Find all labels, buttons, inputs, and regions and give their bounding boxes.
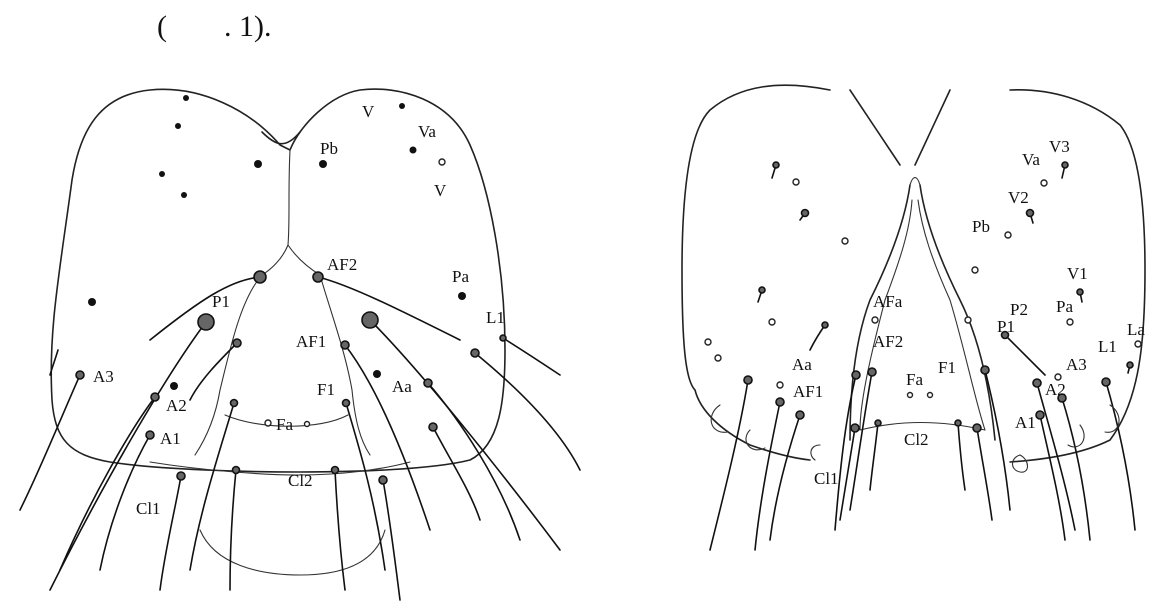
right-label-Va: Va [1022,150,1040,169]
left-label-AF1: AF1 [296,332,326,351]
right-label-Aa: Aa [792,355,812,374]
left-label-Cl1: Cl1 [136,499,161,518]
right-label-A3: A3 [1066,355,1087,374]
left-label-Va: Va [418,122,436,141]
left-label-Pb: Pb [320,139,338,158]
left-label-AF2: AF2 [327,255,357,274]
right-head-outline-left [682,85,830,460]
right-label-Fa: Fa [906,370,923,389]
right-label-P1: P1 [997,317,1015,336]
right-hook-right [1013,455,1028,472]
right-frontal-triangle-top [910,178,920,186]
left-label-A3: A3 [93,367,114,386]
right-label-V1: V1 [1067,264,1088,283]
left-frontal-suture [262,150,320,275]
left-label-P1: P1 [212,292,230,311]
left-label-L1: L1 [486,308,505,327]
right-label-Cl1: Cl1 [814,469,839,488]
right-label-AF1: AF1 [793,382,823,401]
left-label-A1: A1 [160,429,181,448]
right-label-F1: F1 [938,358,956,377]
right-label-V3: V3 [1049,137,1070,156]
left-labrum [200,530,385,575]
right-label-Cl2: Cl2 [904,430,929,449]
left-label-Aa: Aa [392,377,412,396]
right-label-L1: L1 [1098,337,1117,356]
right-hook-left [811,445,820,460]
right-antenna-left [711,405,765,450]
right-label-A1: A1 [1015,413,1036,432]
left-label-V: V [362,102,375,121]
right-label-La: La [1127,320,1145,339]
right-label-V2: V2 [1008,188,1029,207]
caption-open-paren: ( [157,10,167,44]
left-label-Pa: Pa [452,267,469,286]
right-antenna-right [1068,405,1119,447]
figure-caption: ( . 1). [0,0,1161,70]
head-chaetotaxy-figure-right: V3 Va V2 Pb V1 AFa P2 Pa P1 La AF2 L1 Aa… [610,70,1161,607]
left-label-Fa: Fa [276,415,293,434]
head-chaetotaxy-figure-left: V Va Pb V AF2 Pa L1 P1 AF1 A3 A2 F1 Aa F… [0,70,600,607]
left-label-V1: V [434,181,447,200]
caption-figure-ref: . 1). [224,10,272,44]
right-label-Pa: Pa [1056,297,1073,316]
right-label-AFa: AFa [873,292,903,311]
right-label-AF2: AF2 [873,332,903,351]
left-label-Cl2: Cl2 [288,471,313,490]
left-label-A2: A2 [166,396,187,415]
right-label-A2: A2 [1045,380,1066,399]
right-label-Pb: Pb [972,217,990,236]
left-label-F1: F1 [317,380,335,399]
right-head-vertex [850,90,950,165]
